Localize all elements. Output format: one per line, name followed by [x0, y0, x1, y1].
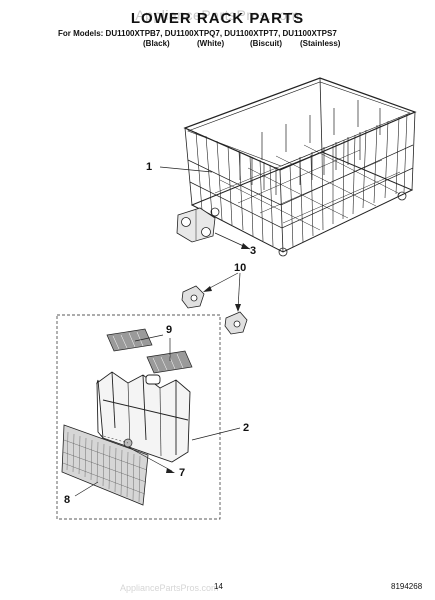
silverware-basket [96, 371, 191, 463]
callout-10: 10 [234, 262, 247, 274]
callout-1: 1 [146, 161, 153, 173]
models-line: For Models: DU1100XTPB7, DU1100XTPQ7, DU… [58, 29, 337, 38]
color-white: (White) [197, 39, 225, 48]
color-black: (Black) [143, 39, 170, 48]
callout-8: 8 [64, 494, 71, 506]
color-stainless: (Stainless) [300, 39, 341, 48]
wheel-carrier-part [176, 207, 216, 243]
page-number: 14 [214, 582, 223, 591]
callout-7: 7 [179, 467, 186, 479]
rack-clip-part [181, 285, 248, 335]
callout-9: 9 [166, 324, 173, 336]
callout-3: 3 [250, 245, 257, 257]
page-title: LOWER RACK PARTS [130, 10, 305, 27]
watermark: AppliancePartsPros.com [135, 7, 300, 23]
lower-rack-basket [183, 77, 417, 257]
basket-cover-part [106, 328, 193, 374]
assembly-boundary [56, 314, 221, 520]
basket-lid-part [61, 424, 149, 506]
document-number: 8194268 [391, 582, 423, 591]
callout-2: 2 [243, 422, 250, 434]
footer-watermark: AppliancePartsPros.com [120, 583, 219, 593]
color-biscuit: (Biscuit) [250, 39, 282, 48]
